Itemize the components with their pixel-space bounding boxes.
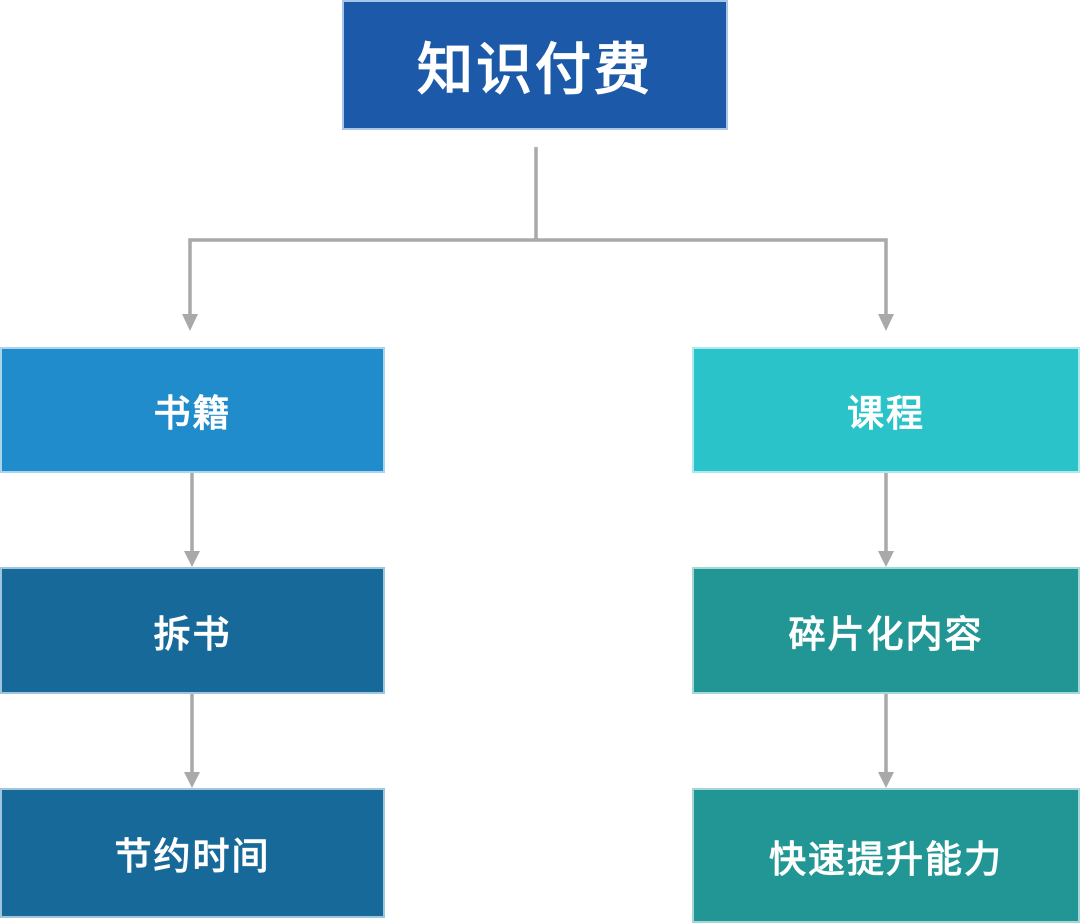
branch-elbow-line [188, 238, 888, 316]
arrowhead-to-dissection [184, 551, 200, 567]
arrowhead-to-savetime [184, 772, 200, 788]
node-improve-ability: 快速提升能力 [692, 788, 1080, 923]
node-knowledge-payment-label: 知识付费 [417, 37, 653, 101]
node-courses-label: 课程 [847, 393, 925, 434]
node-books-label: 书籍 [153, 393, 232, 434]
arrowhead-to-ability [878, 772, 894, 788]
node-knowledge-payment: 知识付费 [342, 0, 728, 130]
node-fragmented-content-label: 碎片化内容 [788, 613, 984, 655]
node-book-dissection: 拆书 [0, 567, 385, 694]
node-save-time: 节约时间 [0, 788, 385, 918]
arrowhead-to-books [182, 314, 198, 331]
arrowhead-to-courses [878, 314, 894, 331]
node-fragmented-content: 碎片化内容 [692, 567, 1080, 694]
node-book-dissection-label: 拆书 [153, 613, 232, 655]
node-books: 书籍 [0, 347, 385, 473]
arrowhead-to-fragmented [878, 551, 894, 567]
node-courses: 课程 [692, 347, 1080, 473]
node-save-time-label: 节约时间 [114, 836, 271, 877]
node-improve-ability-label: 快速提升能力 [769, 838, 1003, 880]
